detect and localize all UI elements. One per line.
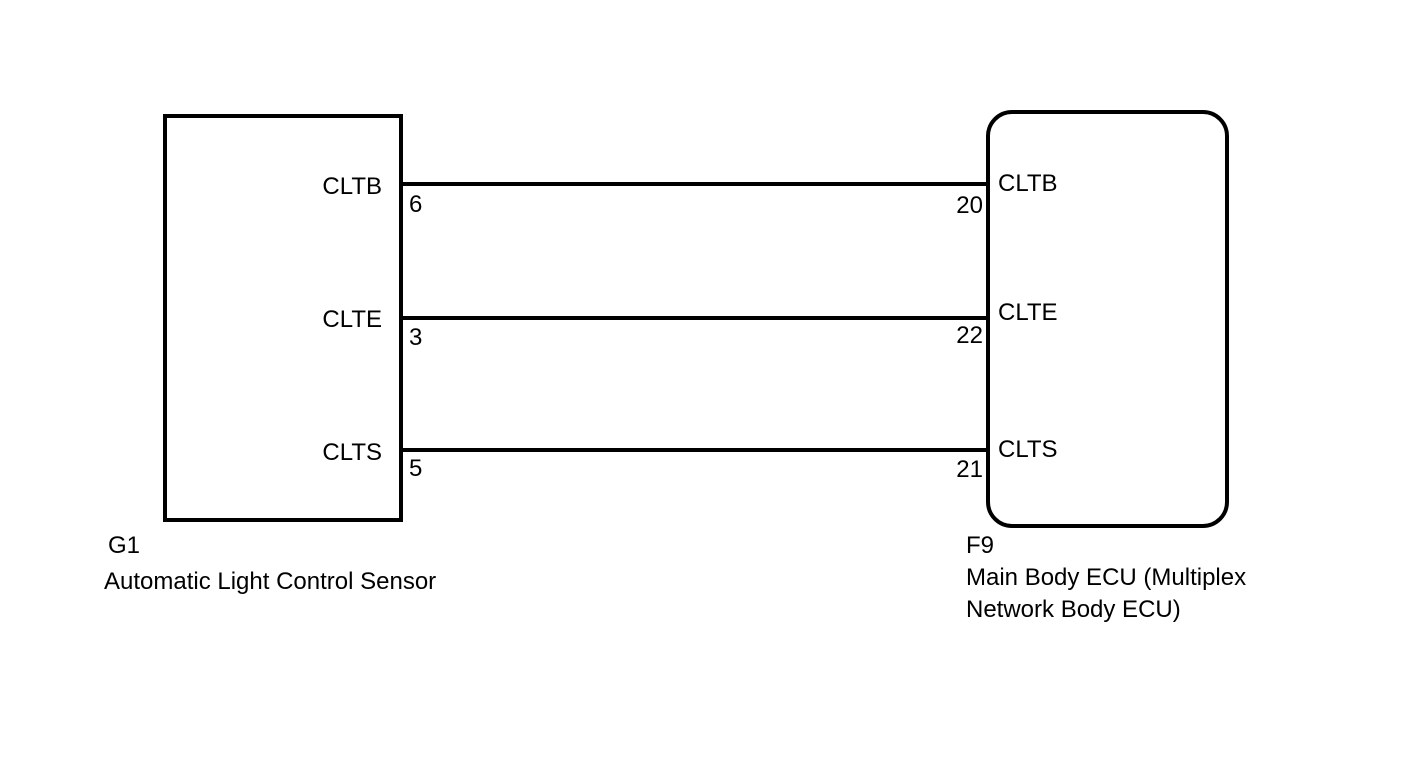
automatic-light-control-sensor-box (163, 114, 403, 522)
sensor-pin-number-cltb: 6 (409, 191, 423, 218)
main-body-ecu-box (986, 110, 1229, 528)
sensor-component-name: Automatic Light Control Sensor (104, 568, 437, 595)
ecu-pin-name-clte: CLTE (998, 299, 1058, 326)
ecu-pin-number-clts: 21 (956, 456, 983, 483)
ecu-component-name-line1: Main Body ECU (Multiplex (966, 564, 1247, 591)
sensor-pin-name-cltb: CLTB (322, 173, 382, 200)
ecu-connector-code: F9 (966, 532, 995, 559)
sensor-pin-number-clte: 3 (409, 324, 423, 351)
sensor-pin-number-clts: 5 (409, 455, 423, 482)
sensor-connector-code: G1 (108, 532, 141, 559)
wire-clte (401, 316, 988, 320)
wire-cltb (401, 182, 988, 186)
ecu-pin-name-clts: CLTS (998, 436, 1058, 463)
wire-clts (401, 448, 988, 452)
ecu-pin-name-cltb: CLTB (998, 170, 1058, 197)
sensor-pin-name-clte: CLTE (322, 306, 382, 333)
sensor-pin-name-clts: CLTS (322, 439, 382, 466)
ecu-component-name-line2: Network Body ECU) (966, 596, 1181, 623)
ecu-pin-number-cltb: 20 (956, 192, 983, 219)
ecu-pin-number-clte: 22 (956, 322, 983, 349)
